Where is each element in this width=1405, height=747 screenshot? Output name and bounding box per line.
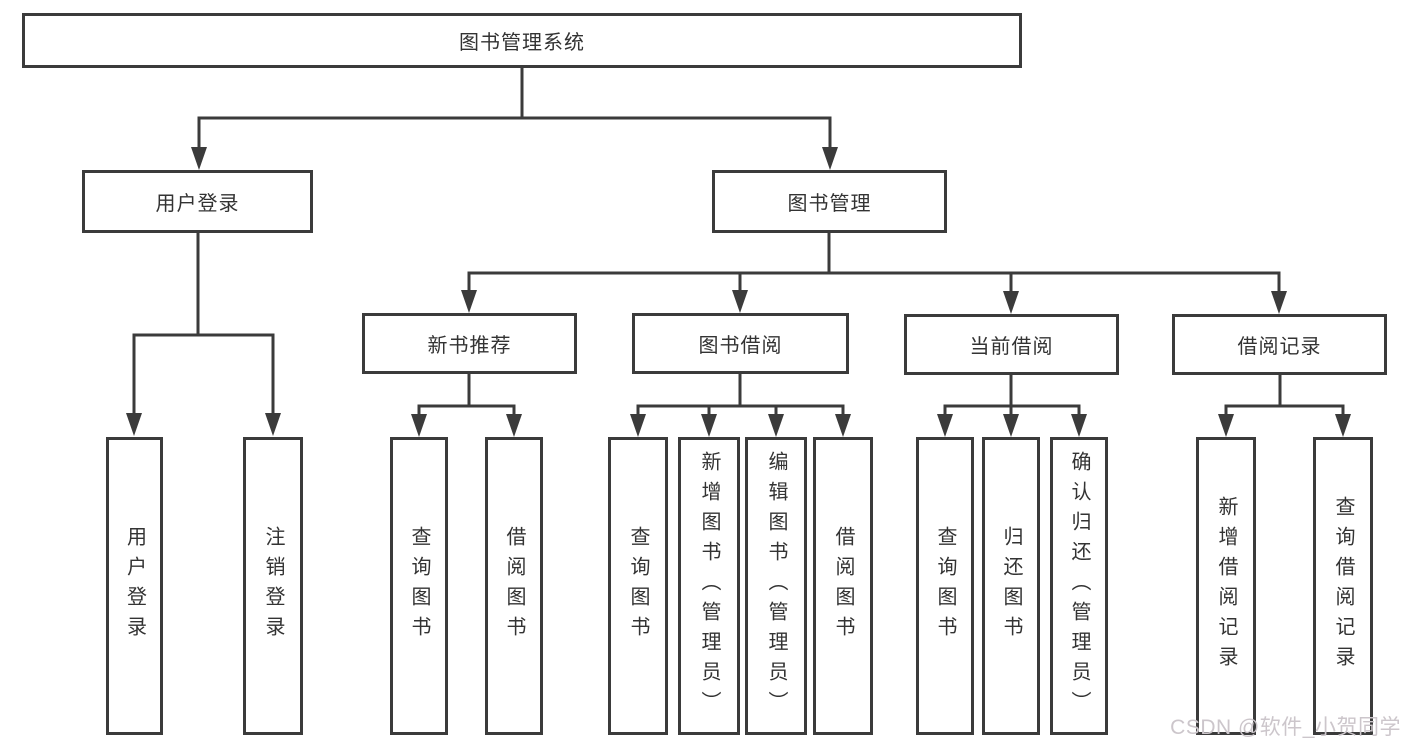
leaf-user-login: 用户登录	[106, 437, 163, 735]
arrow-icon	[1218, 414, 1234, 437]
arrow-icon	[768, 414, 784, 437]
node-label: 用户登录	[155, 193, 240, 215]
leaf-bb-edit-book-admin: 编辑图书（管理员）	[745, 437, 807, 735]
arrow-icon	[835, 414, 851, 437]
leaf-label: 用户登录	[123, 526, 146, 646]
leaf-label: 确认归还（管理员）	[1068, 451, 1090, 721]
leaf-cb-return-books: 归还图书	[982, 437, 1040, 735]
node-label: 图书管理	[787, 193, 872, 215]
leaf-cb-confirm-return-admin: 确认归还（管理员）	[1050, 437, 1108, 735]
arrow-icon	[191, 147, 207, 170]
arrow-icon	[822, 147, 838, 170]
leaf-label: 借阅图书	[503, 526, 525, 646]
leaf-bb-add-book-admin: 新增图书（管理员）	[678, 437, 740, 735]
leaf-label: 编辑图书（管理员）	[765, 451, 787, 721]
arrow-icon	[701, 414, 717, 437]
node-borrow-records: 借阅记录	[1172, 314, 1387, 375]
arrow-icon	[1003, 291, 1019, 314]
arrow-icon	[506, 414, 522, 437]
arrow-icon	[630, 414, 646, 437]
leaf-label: 查询借阅记录	[1332, 496, 1354, 676]
leaf-label: 新增图书（管理员）	[698, 451, 720, 721]
node-user-login: 用户登录	[82, 170, 313, 233]
leaf-label: 查询图书	[627, 526, 649, 646]
leaf-label: 注销登录	[262, 526, 284, 646]
arrow-icon	[1071, 414, 1087, 437]
node-current-borrow: 当前借阅	[904, 314, 1119, 375]
leaf-label: 新增借阅记录	[1215, 496, 1237, 676]
leaf-label: 查询图书	[408, 526, 430, 646]
arrow-icon	[732, 290, 748, 313]
leaf-bb-query-books: 查询图书	[608, 437, 668, 735]
node-book-management: 图书管理	[712, 170, 947, 233]
node-label: 图书管理系统	[459, 32, 585, 54]
watermark: CSDN @软件_小贺同学	[1170, 716, 1401, 739]
leaf-bb-borrow-books: 借阅图书	[813, 437, 873, 735]
node-label: 当前借阅	[969, 336, 1054, 358]
leaf-logout: 注销登录	[243, 437, 303, 735]
leaf-label: 查询图书	[934, 526, 956, 646]
leaf-cb-query-books: 查询图书	[916, 437, 974, 735]
leaf-label: 借阅图书	[832, 526, 854, 646]
node-label: 借阅记录	[1237, 336, 1322, 358]
arrow-icon	[126, 413, 142, 436]
node-book-borrow: 图书借阅	[632, 313, 849, 374]
leaf-nb-query-books: 查询图书	[390, 437, 448, 735]
arrow-icon	[411, 414, 427, 437]
node-label: 图书借阅	[698, 335, 783, 357]
node-library-system: 图书管理系统	[22, 13, 1022, 68]
arrow-icon	[265, 413, 281, 436]
node-new-book-recommend: 新书推荐	[362, 313, 577, 374]
leaf-br-add-record: 新增借阅记录	[1196, 437, 1256, 735]
leaf-br-query-record: 查询借阅记录	[1313, 437, 1373, 735]
arrow-icon	[937, 414, 953, 437]
arrowheads	[126, 147, 1351, 437]
arrow-icon	[1335, 414, 1351, 437]
node-label: 新书推荐	[427, 335, 512, 357]
arrow-icon	[1003, 414, 1019, 437]
arrow-icon	[1271, 291, 1287, 314]
leaf-label: 归还图书	[1000, 526, 1022, 646]
leaf-nb-borrow-books: 借阅图书	[485, 437, 543, 735]
arrow-icon	[461, 290, 477, 313]
